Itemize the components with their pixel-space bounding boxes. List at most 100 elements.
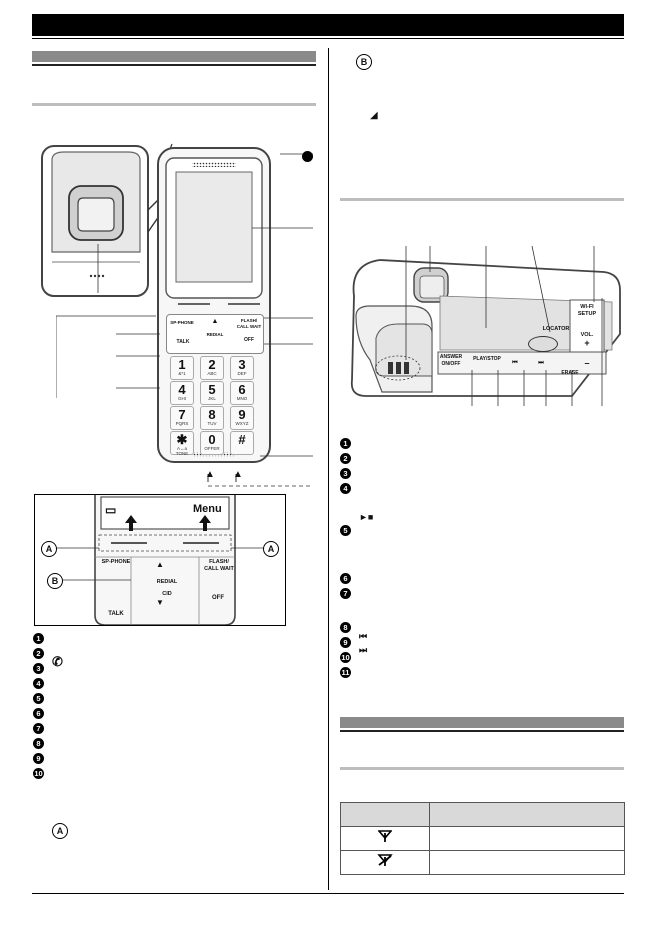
signal-table-header-icon	[340, 802, 430, 827]
legend-number: 4	[340, 483, 351, 494]
key-digit: 1	[178, 357, 186, 372]
footer-rule	[32, 893, 624, 894]
antenna-off-icon	[377, 854, 393, 866]
zoom-down-arrow: ▼	[156, 598, 164, 607]
volume-icon: ◢	[370, 110, 378, 121]
key-letters: PQRS	[175, 421, 189, 426]
zoom-flash: FLASH/	[209, 559, 229, 565]
vol-label: VOL.	[580, 332, 594, 338]
zoom-cid: CID	[162, 591, 172, 597]
off-label: OFF	[244, 337, 254, 343]
key-digit: 5	[208, 382, 216, 397]
legend-number: 4	[33, 678, 44, 689]
key-9: ✱A↔a TONE	[170, 431, 194, 456]
antenna-icon	[377, 830, 393, 842]
legend-marker-b: B	[356, 54, 372, 70]
callout-a-left: A	[41, 541, 57, 557]
legend-number: 10	[33, 768, 44, 779]
zoom-up-arrow: ▲	[156, 560, 164, 569]
page-title-bar	[32, 14, 624, 36]
signal-table-header-meaning	[429, 802, 625, 827]
legend-number: 5	[340, 525, 351, 536]
legend-number: 7	[33, 723, 44, 734]
arrow-up-2: ▲	[233, 469, 243, 480]
legend-number: 9	[33, 753, 44, 764]
redial-label: REDIAL	[206, 332, 224, 337]
zoom-sp-phone: SP-PHONE	[101, 559, 131, 565]
callout-b: B	[47, 573, 63, 589]
legend-number: 7	[340, 588, 351, 599]
key-digit: 0	[208, 432, 216, 447]
talk-icon: ✆	[52, 654, 63, 669]
callout-a-right: A	[263, 541, 279, 557]
legend-number: 2	[33, 648, 44, 659]
legend-number: 11	[340, 667, 351, 678]
legend-number: 9	[340, 637, 351, 648]
section-header-rule	[32, 64, 316, 66]
zoom-redial: REDIAL	[156, 579, 178, 585]
marker-num-top	[302, 151, 313, 162]
legend-number: 1	[340, 438, 351, 449]
zoom-talk: TALK	[108, 611, 124, 617]
key-letters: MNO	[236, 396, 248, 401]
no-signal-icon-cell	[340, 850, 430, 875]
legend-number: 3	[33, 663, 44, 674]
key-letters: OFFER	[204, 446, 220, 451]
section-header-right-rule	[340, 730, 624, 732]
key-11: #	[230, 431, 254, 455]
base-skip-fwd: ⏭	[538, 360, 544, 366]
no-signal-meaning-cell	[429, 850, 625, 875]
signal-icon-cell	[340, 826, 430, 851]
title-rule	[32, 38, 624, 39]
key-letters: A↔a TONE	[175, 446, 189, 456]
key-letters: TUV	[207, 421, 217, 426]
key-letters: GHI	[177, 396, 186, 401]
key-letters: DEF	[237, 371, 247, 376]
legend-number: 8	[340, 622, 351, 633]
play-stop-icon: ►■	[359, 512, 374, 522]
zoom-detail-box: ▭ Menu SP-PHONE FLASH/ CALL WAIT ▲ REDIA…	[34, 494, 286, 626]
key-digit: 7	[178, 407, 186, 422]
base-unit-illustration	[350, 246, 621, 406]
skip-fwd-icon: ⏭	[359, 645, 368, 655]
key-digit: 2	[208, 357, 216, 372]
legend-number: 1	[33, 633, 44, 644]
locator-label: LOCATOR	[542, 326, 570, 332]
skip-back-icon: ⏮	[359, 631, 368, 641]
zoom-handset	[94, 495, 236, 625]
arrow-up-1: ▲	[205, 469, 215, 480]
handset-leaders-left	[56, 315, 160, 398]
wifi-setup-label: WI-FI SETUP	[577, 304, 597, 317]
section-header-left	[32, 51, 316, 62]
key-digit: 9	[238, 407, 246, 422]
erase-label: ERASE	[561, 370, 579, 376]
answer-label: ANSWER ON/OFF	[439, 354, 463, 367]
section-header-right	[340, 717, 624, 728]
key-digit: ✱	[176, 432, 188, 447]
sp-phone-label: SP-PHONE	[170, 320, 194, 325]
legend-number: 6	[340, 573, 351, 584]
menu-label: Menu	[193, 503, 222, 515]
key-letters: JKL	[208, 396, 216, 401]
legend-number: 2	[340, 453, 351, 464]
subsection-header-left	[32, 103, 316, 106]
vol-plus: +	[584, 338, 590, 348]
key-digit: 4	[178, 382, 186, 397]
play-stop-label: PLAY/STOP	[473, 356, 501, 362]
legend-number: 10	[340, 652, 351, 663]
key-letters: WXYZ	[235, 421, 249, 426]
charger-illustration	[41, 145, 166, 297]
handset-nav-area: SP-PHONE FLASH/ CALL WAIT ▲ REDIAL OFF T…	[166, 314, 264, 354]
key-digit: #	[238, 432, 246, 447]
key-digit: 3	[238, 357, 246, 372]
key-letters: ABC	[207, 371, 217, 376]
call-wait-label: CALL WAIT	[236, 324, 262, 329]
flash-label: FLASH/	[240, 318, 258, 323]
